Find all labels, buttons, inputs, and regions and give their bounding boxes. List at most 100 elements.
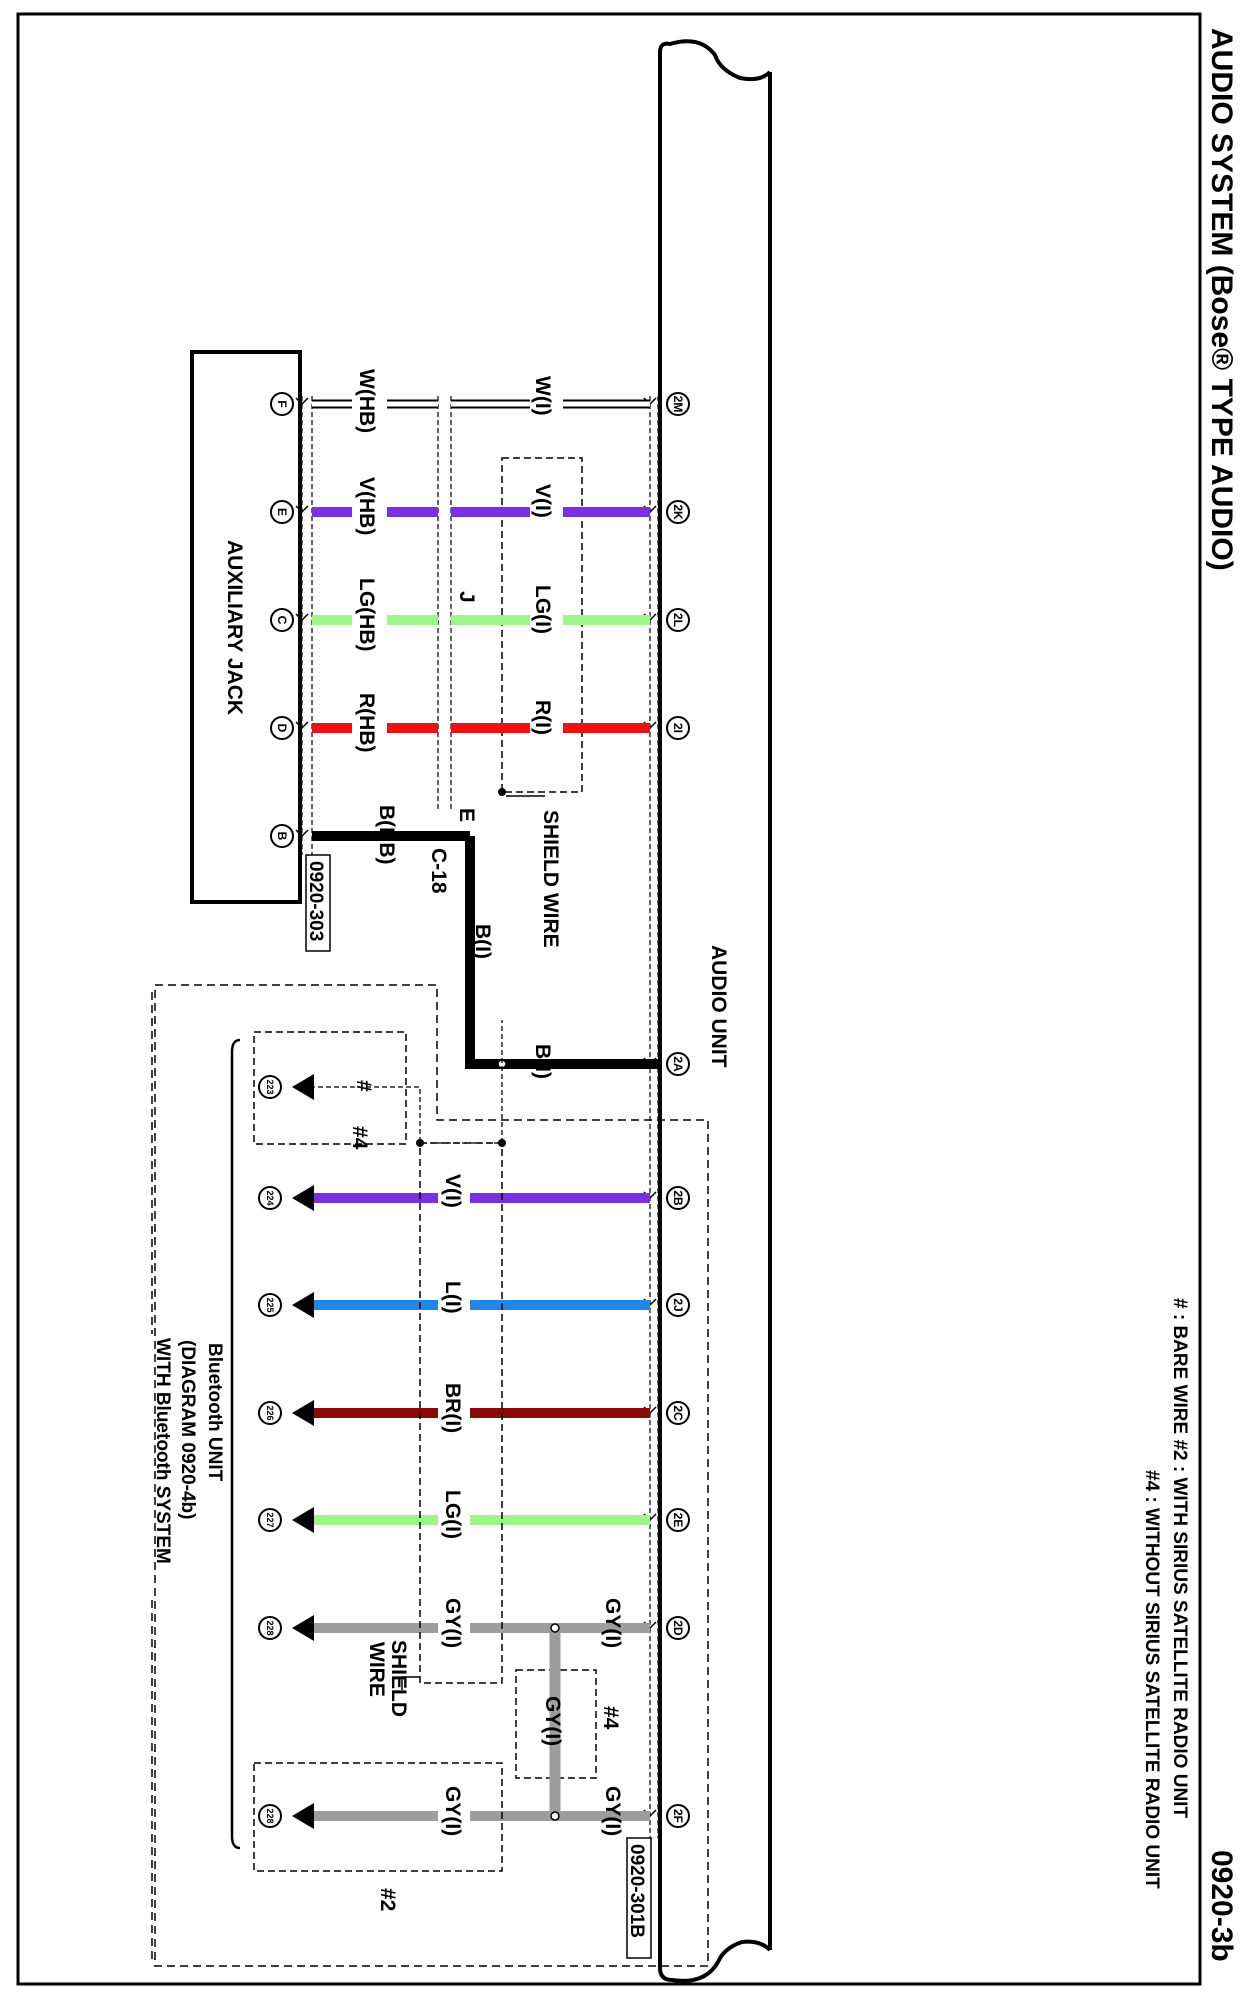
bt-pin-228-4: 228 (258, 1616, 282, 1640)
bluetooth-unit-bracket (230, 1038, 241, 1850)
black-wire-mid-seg (465, 836, 563, 1069)
bluetooth-diagram-ref: (DIAGRAM 0920-4b) (177, 1340, 198, 1519)
audio-pin-2c-ring (666, 1401, 690, 1425)
intermediate-pin-e: E (455, 808, 478, 822)
jack-pin-b: B (270, 824, 294, 848)
bt-pin-223: 223 (258, 1075, 282, 1099)
chevron-jack-c (295, 613, 309, 622)
audio-pin-2b-ring (666, 1186, 690, 1210)
bt-terminal-2b (292, 1185, 314, 1211)
jack-pin-f-text: F (275, 400, 289, 407)
bt-pin-227-3-text: 227 (265, 1512, 275, 1527)
bt-terminal-2e (292, 1507, 314, 1533)
audio-pin-2l-text: 2L (671, 613, 685, 627)
audio-pin-2l-ring (666, 608, 690, 632)
audio-pin-2j-text: 2J (671, 1298, 685, 1311)
audio-pin-2c-text: 2C (671, 1405, 685, 1421)
aux-label-jack-b: B(HB) (375, 805, 398, 864)
aux-label-mid-2a: B(I) (471, 924, 494, 959)
aux-label-unit-2m: W(I) (531, 376, 554, 416)
bt-pin-228-5: 228 (258, 1804, 282, 1828)
gray-bridge-option-4: #4 (599, 1706, 622, 1730)
audio-connector-edge (649, 396, 659, 1838)
jack-pin-f-ring (270, 392, 294, 416)
jack-pin-e-ring (270, 500, 294, 524)
connector-label-audio: 0920-301B (626, 1844, 647, 1938)
bt-pin-227-3: 227 (258, 1508, 282, 1532)
aux-wire-2l: 2L C LG(I) LG(HB) (270, 578, 690, 651)
audio-unit-label: AUDIO UNIT (707, 945, 730, 1068)
bt-pin-225-1-ring (258, 1293, 282, 1317)
audio-pin-2j: 2J (666, 1293, 690, 1317)
audio-pin-2d: 2D (666, 1616, 690, 1640)
shield-wire-bt-label-2: WIRE (365, 1642, 388, 1697)
gray-bridge-dot-bottom (550, 1811, 560, 1821)
audio-pin-2k-ring (666, 500, 690, 524)
audio-pin-2f-ring (666, 1804, 690, 1828)
connector-box-audio (626, 1837, 652, 1959)
auxiliary-jack: AUXILIARY JACK (190, 350, 302, 904)
aux-label-jack-e: V(HB) (355, 477, 378, 535)
jack-pin-c: C (270, 608, 294, 632)
sirius-option-box (253, 1762, 503, 1872)
audio-pin-2e-ring (666, 1508, 690, 1532)
bt-terminal-2j (292, 1292, 314, 1318)
bt-pin-228-4-text: 228 (265, 1620, 275, 1635)
bt-label-2b: V(I) (441, 1174, 464, 1208)
bt-label-2c: BR(I) (441, 1383, 464, 1433)
audio-pin-2m: 2M (666, 392, 690, 416)
bt-pin-227-3-ring (258, 1508, 282, 1532)
diagram-title: AUDIO SYSTEM (Bose® TYPE AUDIO) (1205, 28, 1238, 571)
shield-drain-dot (498, 788, 506, 796)
bt-label-2j: L(I) (441, 1281, 464, 1314)
audio-pin-2d-text: 2D (671, 1620, 685, 1636)
bt-label-bt-2f: GY(I) (441, 1786, 464, 1836)
aux-label-unit-2a: B(I) (531, 1044, 554, 1079)
bt-label-unit-2f: GY(I) (601, 1786, 624, 1836)
bt-terminal-2c (292, 1400, 314, 1426)
aux-label-jack-c: LG(HB) (355, 578, 378, 651)
aux-connector-edge (301, 396, 313, 855)
shield-wire-label: SHIELD WIRE (539, 810, 562, 948)
chevron-jack-f (295, 397, 309, 406)
gray-bridge-label: GY(I) (541, 1696, 564, 1746)
audio-pin-2d-ring (666, 1616, 690, 1640)
shield-wire-bt-label-1: SHIELD (387, 1640, 410, 1717)
bt-pin-225-1: 225 (258, 1293, 282, 1317)
legend-line-2: #4 : WITHOUT SIRIUS SATELLITE RADIO UNIT (1141, 1470, 1162, 1889)
audio-pin-2a-right: 2A (666, 1052, 690, 1076)
audio-pin-2m-text: 2M (671, 396, 685, 413)
aux-label-jack-f: W(HB) (355, 369, 378, 433)
bt-pin-228-4-ring (258, 1616, 282, 1640)
legend-line-1: # : BARE WIRE #2 : WITH SIRIUS SATELLITE… (1169, 1298, 1190, 1818)
audio-pin-2f: 2F (666, 1804, 690, 1828)
audio-pin-2i-text: 2I (671, 723, 685, 733)
bt-pin-226-2-text: 226 (265, 1405, 275, 1420)
shield-box-bt (419, 1142, 503, 1684)
page-number: 0920-3b (1205, 1850, 1238, 1962)
bt-wire-2j: 2J 225 L(I) (258, 1281, 690, 1318)
bare-wire-option-4: #4 (348, 1126, 371, 1150)
audio-pin-2f-text: 2F (671, 1809, 685, 1823)
aux-label-unit-2i: R(I) (531, 700, 554, 735)
bt-pin-224-0-ring (258, 1186, 282, 1210)
audio-pin-2l: 2L (666, 608, 690, 632)
aux-label-unit-2l: LG(I) (531, 585, 554, 634)
bare-wire-option-mark: # (352, 1080, 375, 1092)
bt-pin-228-5-text: 228 (265, 1808, 275, 1823)
jack-pin-b-text: B (275, 832, 289, 841)
jack-pin-f: F (270, 392, 294, 416)
bt-pin-226-2-ring (258, 1401, 282, 1425)
bt-terminal-2f (292, 1803, 314, 1829)
jack-pin-e-text: E (275, 508, 289, 516)
aux-wire-2m: 2M F W(I) W(HB) (270, 369, 690, 433)
page-frame (16, 12, 1202, 1986)
sirius-option-2: #2 (376, 1888, 399, 1911)
chevron-audio-2a-right (643, 1057, 657, 1066)
audio-pin-2i: 2I (666, 716, 690, 740)
audio-unit: AUDIO UNIT (658, 39, 772, 1983)
intermediate-connector: J E C-18 (427, 396, 478, 894)
